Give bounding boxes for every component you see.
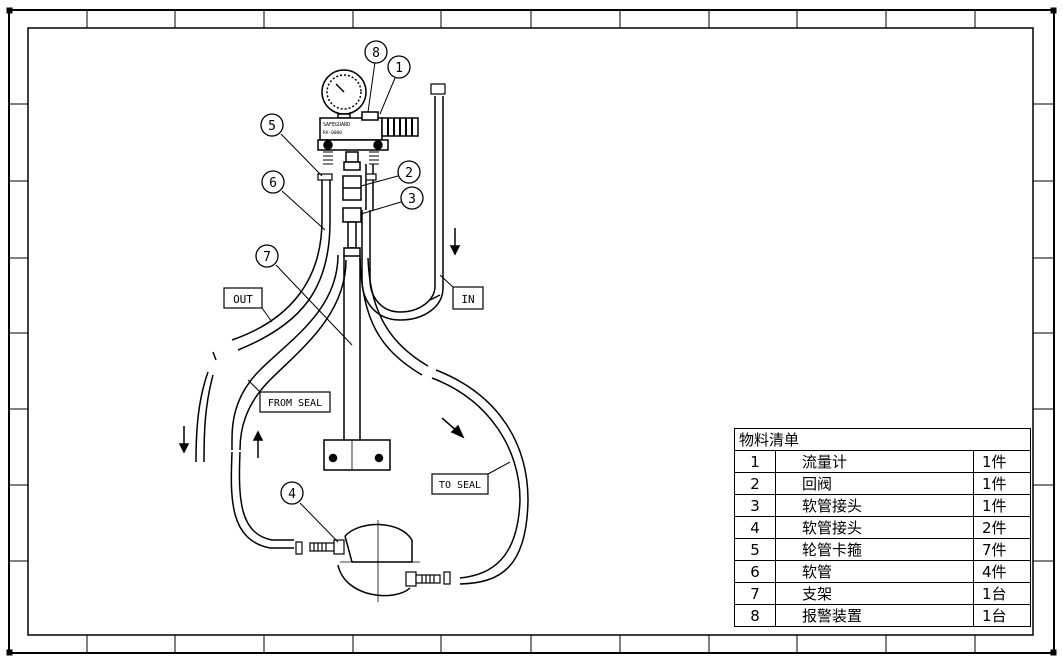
hose-fittings: [309, 539, 441, 587]
arrow-up-from-seal-icon: [252, 430, 264, 458]
table-row: 1 流量计 1件: [734, 450, 1031, 473]
callout-3: 3: [360, 186, 424, 215]
label-to-seal: TO SEAL: [431, 461, 511, 495]
svg-text:1: 1: [395, 61, 403, 76]
svg-text:IN: IN: [461, 293, 474, 306]
svg-text:7: 7: [263, 250, 271, 265]
drawing-frame: [6, 7, 1057, 656]
bom-item-name: 软管接头: [775, 516, 974, 539]
check-valve-assembly: [342, 151, 362, 257]
bom-item-qty: 2件: [973, 516, 1031, 539]
bom-item-name: 回阀: [775, 472, 974, 495]
bom-item-name: 软管接头: [775, 494, 974, 517]
bom-title: 物料清单: [734, 428, 1031, 451]
label-from-seal: FROM SEAL: [247, 379, 331, 413]
svg-text:4: 4: [288, 487, 296, 502]
table-row: 4 软管接头 2件: [734, 516, 1031, 539]
callout-5: 5: [260, 113, 323, 177]
flow-arrows: [178, 228, 465, 458]
table-row: 2 回阀 1件: [734, 472, 1031, 495]
svg-text:FROM SEAL: FROM SEAL: [268, 398, 322, 409]
svg-text:5: 5: [268, 119, 276, 134]
label-in: IN: [439, 274, 484, 310]
bom-item-no: 5: [734, 538, 776, 561]
bom-title-row: 物料清单: [734, 428, 1031, 451]
bom-item-name: 报警装置: [775, 604, 974, 627]
bom-item-qty: 1件: [973, 450, 1031, 473]
label-out: OUT: [223, 287, 273, 323]
alarm-device: SAFEGUARD RA-0000: [317, 69, 419, 165]
support-stand: [323, 255, 391, 471]
bom-item-name: 软管: [775, 560, 974, 583]
arrow-diagonal-to-seal-icon: [441, 417, 465, 439]
bom-item-qty: 1件: [973, 494, 1031, 517]
arrow-down-out-icon: [178, 426, 190, 454]
bom-item-qty: 1件: [973, 472, 1031, 495]
bom-item-name: 支架: [775, 582, 974, 605]
bom-item-qty: 7件: [973, 538, 1031, 561]
callout-6: 6: [261, 170, 326, 231]
arrow-down-in-icon: [449, 228, 461, 256]
seal-housing: [337, 520, 420, 602]
bom-item-no: 6: [734, 560, 776, 583]
callout-4: 4: [280, 481, 339, 543]
bom-item-no: 1: [734, 450, 776, 473]
bom-item-qty: 1台: [973, 582, 1031, 605]
callout-8: 8: [364, 40, 388, 113]
bom-item-no: 8: [734, 604, 776, 627]
bom-item-qty: 1台: [973, 604, 1031, 627]
bill-of-materials-table: 物料清单 1 流量计 1件 2 回阀 1件 3 软管接头 1件 4 软管接头 2…: [734, 428, 1031, 627]
callout-7: 7: [255, 244, 353, 346]
bom-item-name: 流量计: [775, 450, 974, 473]
bom-item-no: 3: [734, 494, 776, 517]
svg-text:8: 8: [372, 46, 380, 61]
bom-item-no: 7: [734, 582, 776, 605]
table-row: 5 轮管卡箍 7件: [734, 538, 1031, 561]
callout-1: 1: [379, 55, 411, 115]
bom-item-qty: 4件: [973, 560, 1031, 583]
bom-item-no: 2: [734, 472, 776, 495]
table-row: 6 软管 4件: [734, 560, 1031, 583]
bom-item-name: 轮管卡箍: [775, 538, 974, 561]
svg-text:TO SEAL: TO SEAL: [439, 480, 481, 491]
svg-text:3: 3: [408, 192, 416, 207]
callout-2: 2: [360, 160, 421, 187]
bom-item-no: 4: [734, 516, 776, 539]
hoses: [195, 96, 529, 585]
svg-text:6: 6: [269, 176, 277, 191]
table-row: 7 支架 1台: [734, 582, 1031, 605]
device-model-text: RA-0000: [323, 130, 342, 136]
hose-clamps: [295, 83, 451, 585]
table-row: 8 报警装置 1台: [734, 604, 1031, 627]
svg-text:OUT: OUT: [233, 293, 253, 306]
svg-text:2: 2: [405, 166, 413, 181]
table-row: 3 软管接头 1件: [734, 494, 1031, 517]
device-brand-text: SAFEGUARD: [323, 122, 350, 128]
